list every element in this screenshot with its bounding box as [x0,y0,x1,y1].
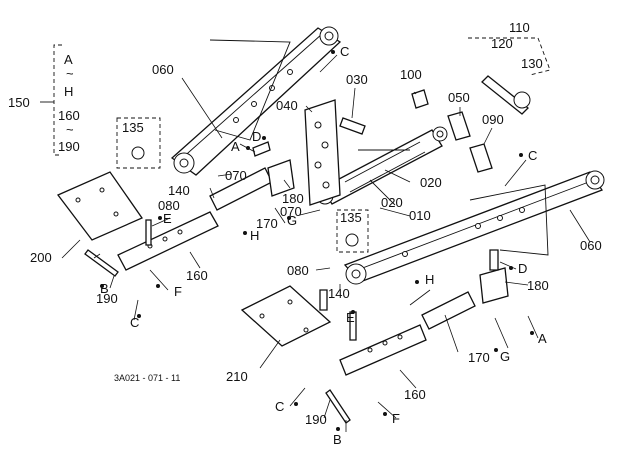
plate-200 [56,171,143,241]
part-label-110: 110 [509,20,530,35]
part-number-labels: 060 030 040 135 100 050 090 110 120 130 … [30,20,602,427]
range-group-number: 150 [8,95,30,110]
part-label-070: 070 [225,168,247,183]
part-label-050: 050 [448,90,470,105]
letter-e-2: E [346,310,355,325]
part-label-190-second: 190 [305,412,327,427]
letter-f-1: F [174,284,182,299]
box-135-right [336,209,369,253]
part-label-170-second: 170 [468,350,490,365]
letter-d-1: D [252,129,261,144]
spare-pin-parts [481,75,531,115]
part-label-080: 080 [158,198,180,213]
range-item-tilde-2: ~ [66,122,74,137]
part-label-120: 120 [491,36,513,51]
letter-h-1: H [250,228,259,243]
letter-b-1: B [100,281,109,296]
part-label-060: 060 [152,62,174,77]
range-item-a: A [64,52,73,67]
check-chain-right [339,324,427,376]
part-label-135-second: 135 [340,210,362,225]
range-item-160: 160 [58,108,80,123]
letter-d-2: D [518,261,527,276]
letter-c-3: C [130,315,139,330]
part-label-210: 210 [226,369,248,384]
letter-h-2: H [425,272,434,287]
letter-reference-labels: C C C C D D A A E E G G H H B B F F [100,44,547,447]
letter-c-1: C [340,44,349,59]
box-135-left [116,117,161,169]
part-label-090: 090 [482,112,504,127]
drawing-code: 3A021 - 071 - 11 [114,373,180,383]
part-label-160-second: 160 [404,387,426,402]
reference-dots [100,50,534,431]
leader-lines [61,54,591,432]
part-label-020: 020 [420,175,442,190]
range-item-190: 190 [58,139,80,154]
part-label-140-second: 140 [328,286,350,301]
plate-210 [240,285,332,347]
range-group-150: 150 A ~ H 160 ~ 190 [8,52,80,154]
letter-b-2: B [333,432,342,447]
letter-g-1: G [287,213,297,228]
range-bracket [53,44,62,156]
part-label-170: 170 [256,216,278,231]
part-label-160: 160 [186,268,208,283]
letter-f-2: F [392,411,400,426]
part-label-020-second: 020 [381,195,403,210]
part-label-190: 190 [96,291,118,306]
part-label-180: 180 [282,191,304,206]
part-label-060-second: 060 [580,238,602,253]
part-label-140: 140 [168,183,190,198]
letter-c-4: C [275,399,284,414]
part-label-200: 200 [30,250,52,265]
part-label-130: 130 [521,56,543,71]
top-link-pin-parts [411,89,493,173]
letter-a-2: A [538,331,547,346]
range-item-tilde-1: ~ [66,66,74,81]
range-item-h: H [64,84,73,99]
part-label-030: 030 [346,72,368,87]
part-label-010: 010 [409,208,431,223]
bar-170-right [421,291,476,330]
bracket-180-left [267,159,295,197]
letter-c-2: C [528,148,537,163]
letter-a-1: A [231,139,240,154]
bracket-plate [304,99,341,206]
part-label-080-second: 080 [287,263,309,278]
lower-lift-arm-right [343,170,605,285]
part-label-100: 100 [400,67,422,82]
bracket-180-right [479,267,509,304]
part-label-070-second: 070 [280,204,302,219]
part-label-180-second: 180 [527,278,549,293]
part-label-040: 040 [276,98,298,113]
pin-030 [339,117,366,135]
upper-lift-arm-left [170,26,342,176]
part-label-135: 135 [122,120,144,135]
letter-e-1: E [163,211,172,226]
letter-g-2: G [500,349,510,364]
